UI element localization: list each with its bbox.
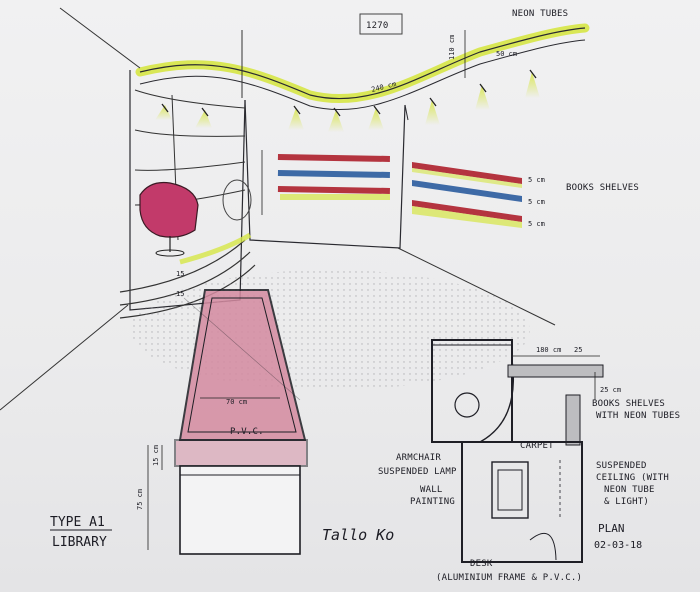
ceiling-label-4: & LIGHT) bbox=[604, 497, 649, 507]
dim-15b: 15 bbox=[176, 290, 184, 298]
shelf-dim-3: 5 cm bbox=[528, 220, 545, 228]
shelf-dim-2: 5 cm bbox=[528, 198, 545, 206]
desk-label-1: DESK bbox=[470, 559, 493, 569]
floor-line-right bbox=[397, 247, 556, 326]
sheet-number-box bbox=[359, 13, 403, 35]
plan-label: PLAN bbox=[598, 522, 625, 535]
desk-width-label: 70 cm bbox=[226, 398, 247, 406]
desk-height-label: 75 cm bbox=[136, 489, 144, 510]
shelves-neon-label-2: WITH NEON TUBES bbox=[596, 411, 680, 421]
ceiling-edge bbox=[139, 27, 586, 100]
dimension-lines bbox=[147, 30, 600, 550]
title-library: LIBRARY bbox=[52, 535, 107, 550]
armchair-label: ARMCHAIR bbox=[396, 453, 441, 463]
sheet-number: 1270 bbox=[366, 21, 388, 31]
floor-plan bbox=[431, 339, 604, 563]
ceiling-label-3: NEON TUBE bbox=[604, 485, 655, 495]
right-shelves bbox=[412, 162, 522, 228]
dim-50: 50 cm bbox=[496, 50, 517, 58]
wall-label: WALL bbox=[420, 485, 442, 495]
signature: Tallo Ko bbox=[322, 526, 394, 544]
carpet-label: CARPET bbox=[520, 441, 554, 451]
shelf-dim-1: 5 cm bbox=[528, 176, 545, 184]
books-shelves-label: BOOKS SHELVES bbox=[566, 183, 639, 193]
desk-material-label: P.V.C. bbox=[230, 427, 264, 437]
shelves-neon-label-1: BOOKS SHELVES bbox=[592, 399, 665, 409]
plan-date: 02-03-18 bbox=[594, 540, 642, 551]
ceiling-label-2: CEILING (WITH bbox=[596, 473, 669, 483]
dim-25b: 25 cm bbox=[600, 386, 621, 394]
suspended-lamp-label: SUSPENDED LAMP bbox=[378, 467, 457, 477]
title-type: TYPE A1 bbox=[50, 515, 105, 530]
back-wall bbox=[244, 99, 406, 249]
painting-label: PAINTING bbox=[410, 497, 455, 507]
wall-painting bbox=[222, 179, 252, 221]
desk-top-label: 15 cm bbox=[152, 445, 160, 466]
dim-180: 180 cm bbox=[536, 346, 561, 354]
back-shelves bbox=[277, 154, 390, 200]
ceiling-edge-lower bbox=[139, 39, 586, 111]
dim-25: 25 bbox=[574, 346, 582, 354]
dim-ceiling: 110 cm bbox=[448, 35, 456, 60]
desk-perspective bbox=[174, 289, 308, 555]
neon-tubes-label: NEON TUBES bbox=[512, 9, 568, 19]
pendant-lamps bbox=[155, 69, 540, 132]
desk-label-2: (ALUMINIUM FRAME & P.V.C.) bbox=[436, 573, 582, 583]
carpet-texture bbox=[130, 270, 530, 390]
armchair bbox=[139, 181, 199, 257]
perspective-line bbox=[59, 7, 141, 69]
dim-15a: 15 bbox=[176, 270, 184, 278]
ceiling-label-1: SUSPENDED bbox=[596, 461, 647, 471]
neon-band bbox=[135, 23, 590, 104]
floor-line-left bbox=[0, 304, 129, 411]
